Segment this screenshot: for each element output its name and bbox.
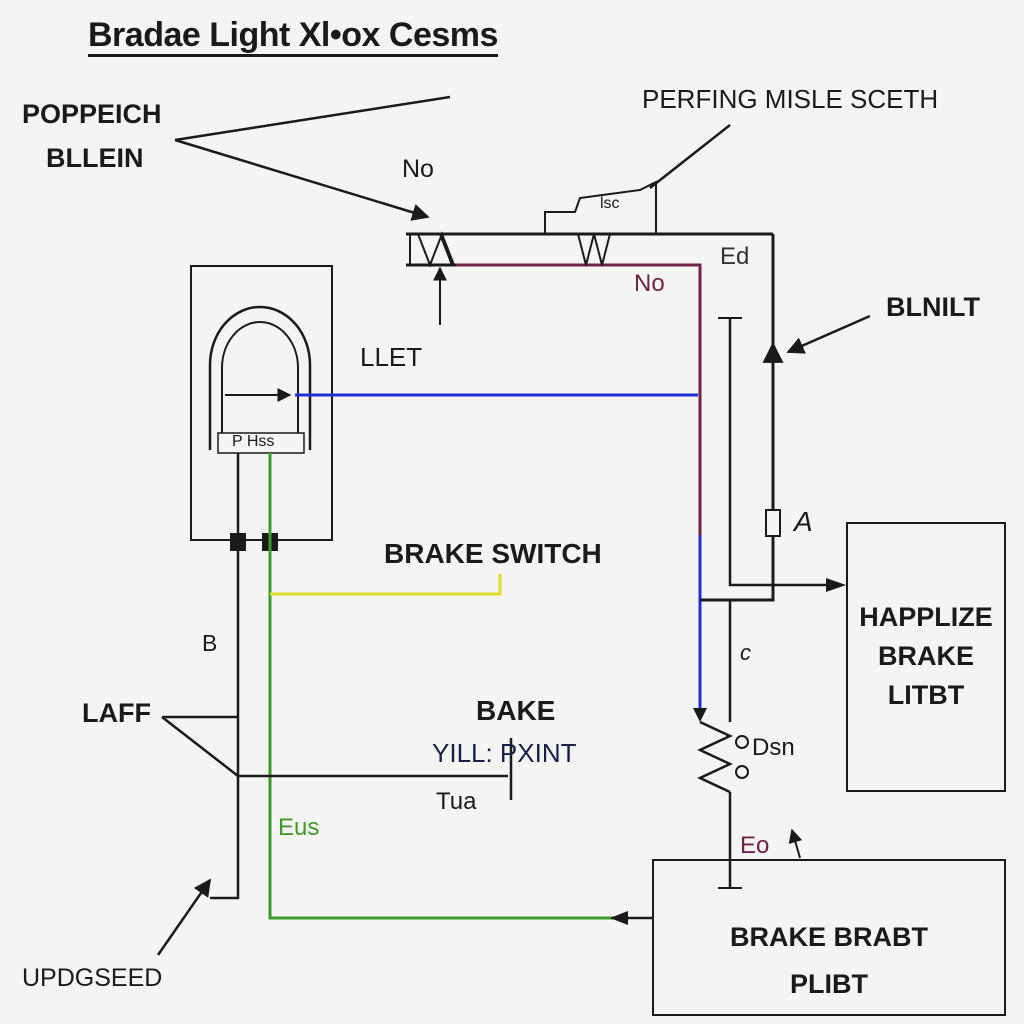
label-updgseed: UPDGSEED <box>22 964 163 992</box>
label-tua: Tua <box>436 788 477 815</box>
relay-coil <box>697 720 733 794</box>
happlize-line-1: HAPPLIZE <box>859 602 993 632</box>
resistor-a <box>765 509 781 537</box>
happlize-brake-light-label: HAPPLIZE BRAKE LITBT <box>847 598 1005 715</box>
happlize-arrowhead <box>826 578 846 592</box>
brake-brabt-box <box>652 859 1006 1016</box>
green-wire-arrowhead <box>610 911 628 925</box>
yellow-wire <box>270 574 502 596</box>
blnilt-pointer <box>786 314 871 354</box>
happlize-line-3: LITBT <box>887 680 965 711</box>
bulb-outer-arc <box>208 305 312 450</box>
coil-contact-2 <box>735 765 749 779</box>
label-dsn: Dsn <box>752 734 795 761</box>
label-ed: Ed <box>720 243 750 270</box>
brake-brabt-line-2: PLIBT <box>790 969 868 1000</box>
happlize-box <box>846 522 1006 792</box>
label-b: B <box>202 630 218 656</box>
coil-contact-1 <box>735 735 749 749</box>
label-yill-pxint: YILL: PXINT <box>432 738 577 768</box>
lamp-housing-box <box>190 265 333 541</box>
poppeich-pointer-2 <box>174 138 430 221</box>
perfing-pointer <box>649 124 731 189</box>
top-coil-zigzag <box>577 233 611 266</box>
label-bllein: BLLEIN <box>46 143 144 173</box>
top-switch-zigzag <box>409 231 455 268</box>
inner-vertical-wire <box>728 318 840 587</box>
laff-bracket <box>161 715 239 777</box>
label-bulb-tag: P Hss <box>232 433 275 450</box>
label-blnilt: BLNILT <box>886 292 980 322</box>
label-llet: LLET <box>360 342 423 372</box>
brake-brabt-label: BRAKE BRABT PLIBT <box>653 914 1005 1009</box>
label-poppeich: POPPEICH <box>22 99 162 129</box>
label-eus: Eus <box>278 814 320 841</box>
diagram-title: Bradae Light Xl•ox Cesms <box>88 18 498 57</box>
eo-pointer <box>788 828 803 859</box>
green-wire <box>268 453 615 920</box>
label-eo: Eo <box>740 832 770 859</box>
label-no-mid: No <box>634 270 665 297</box>
updgseed-pointer <box>156 878 212 956</box>
label-laff: LAFF <box>82 698 151 728</box>
label-no-top: No <box>402 155 434 183</box>
bulb-inner-arc <box>221 321 299 450</box>
right-bus <box>700 234 775 602</box>
label-c: c <box>740 640 751 665</box>
label-perfing: PERFING MISLE SCETH <box>642 84 939 114</box>
label-lsc: lsc <box>600 195 620 212</box>
label-a: A <box>794 506 813 537</box>
poppeich-pointer-1 <box>174 95 451 142</box>
brake-brabt-line-1: BRAKE BRABT <box>730 922 928 952</box>
happlize-line-2: BRAKE <box>877 641 974 672</box>
maroon-wire <box>456 263 702 535</box>
black-left-wire <box>210 453 240 900</box>
blue-wire-arrowhead <box>693 708 707 722</box>
label-brake-switch: BRAKE SWITCH <box>384 538 602 569</box>
bulb-base-tag <box>217 432 305 454</box>
label-bake: BAKE <box>476 695 556 726</box>
